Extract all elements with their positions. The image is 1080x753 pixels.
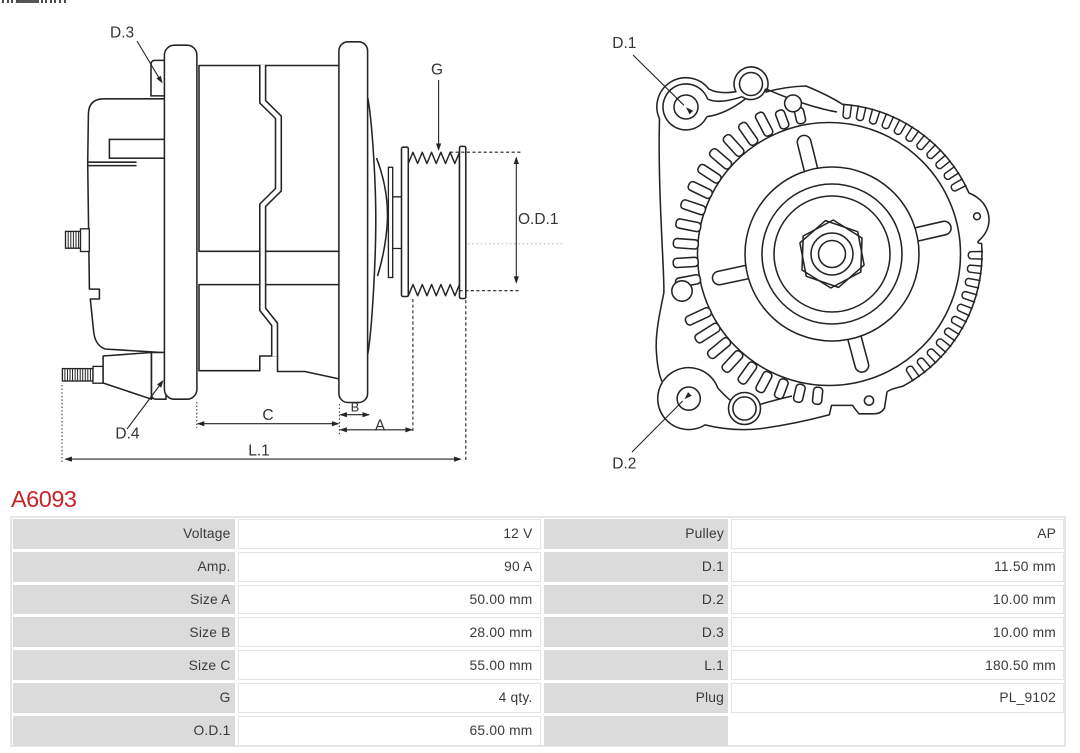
svg-text:D.3: D.3 [110, 25, 134, 42]
svg-text:C: C [262, 407, 273, 424]
svg-text:O.D.1: O.D.1 [518, 211, 558, 228]
svg-text:G: G [431, 62, 443, 79]
svg-text:B: B [351, 400, 360, 415]
svg-text:D.4: D.4 [115, 426, 139, 443]
svg-text:L.1: L.1 [248, 443, 270, 460]
svg-text:A: A [375, 418, 386, 435]
svg-text:D.2: D.2 [612, 456, 636, 473]
svg-text:D.1: D.1 [612, 35, 636, 52]
